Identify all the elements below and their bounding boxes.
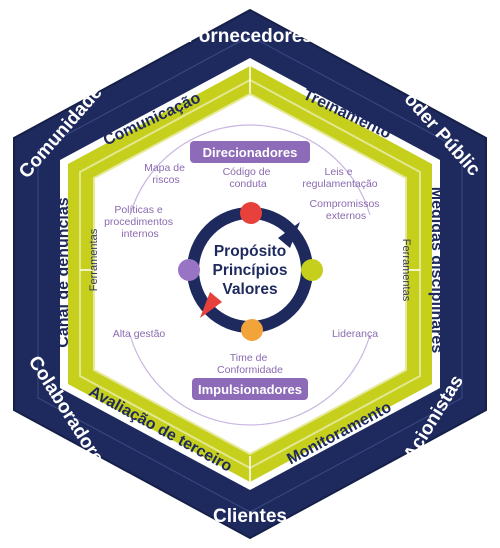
outer-label-bottom: Clientes: [213, 506, 287, 527]
mapa-riscos-label: Mapa de riscos: [144, 162, 188, 186]
inner-arc-bottom: [129, 334, 371, 426]
ferramentas-left: Ferramentas: [88, 228, 100, 291]
middle-label-left: Canal de denúncias: [55, 197, 72, 348]
ring-dot-top: [240, 202, 262, 224]
direcionadores-label: Direcionadores: [203, 145, 298, 160]
leis-label: Leis e regulamentação: [302, 166, 377, 190]
middle-label-right: Medidas disciplinares: [428, 187, 445, 354]
lideranca-label: Liderança: [332, 328, 378, 340]
direcionadores-pill: [190, 141, 310, 163]
politicas-label: Políticas e procedimentos internos: [104, 204, 176, 240]
outer-label-top: Fornecedores: [187, 26, 313, 47]
impulsionadores-pill: [192, 378, 308, 400]
impulsionadores-label: Impulsionadores: [198, 382, 302, 397]
core-principios: Princípios: [213, 262, 288, 279]
compass-pointer-top-right: [278, 222, 300, 248]
core-valores: Valores: [222, 281, 277, 298]
compass-pointer-bottom-left: [200, 292, 222, 318]
time-conformidade-label: Time de Conformidade: [217, 352, 283, 376]
inner-arc-top: [129, 124, 371, 216]
ferramentas-right: Ferramentas: [400, 239, 412, 302]
core-proposito: Propósito: [214, 243, 286, 260]
ring-dot-bottom: [241, 319, 263, 341]
ring-dot-left: [178, 259, 200, 281]
compromissos-label: Compromissos externos: [310, 198, 383, 222]
codigo-conduta-label: Código de conduta: [223, 166, 274, 190]
ring-dot-right: [301, 259, 323, 281]
alta-gestao-label: Alta gestão: [113, 328, 166, 340]
outer-hexagon-inner-line: [37, 35, 463, 513]
